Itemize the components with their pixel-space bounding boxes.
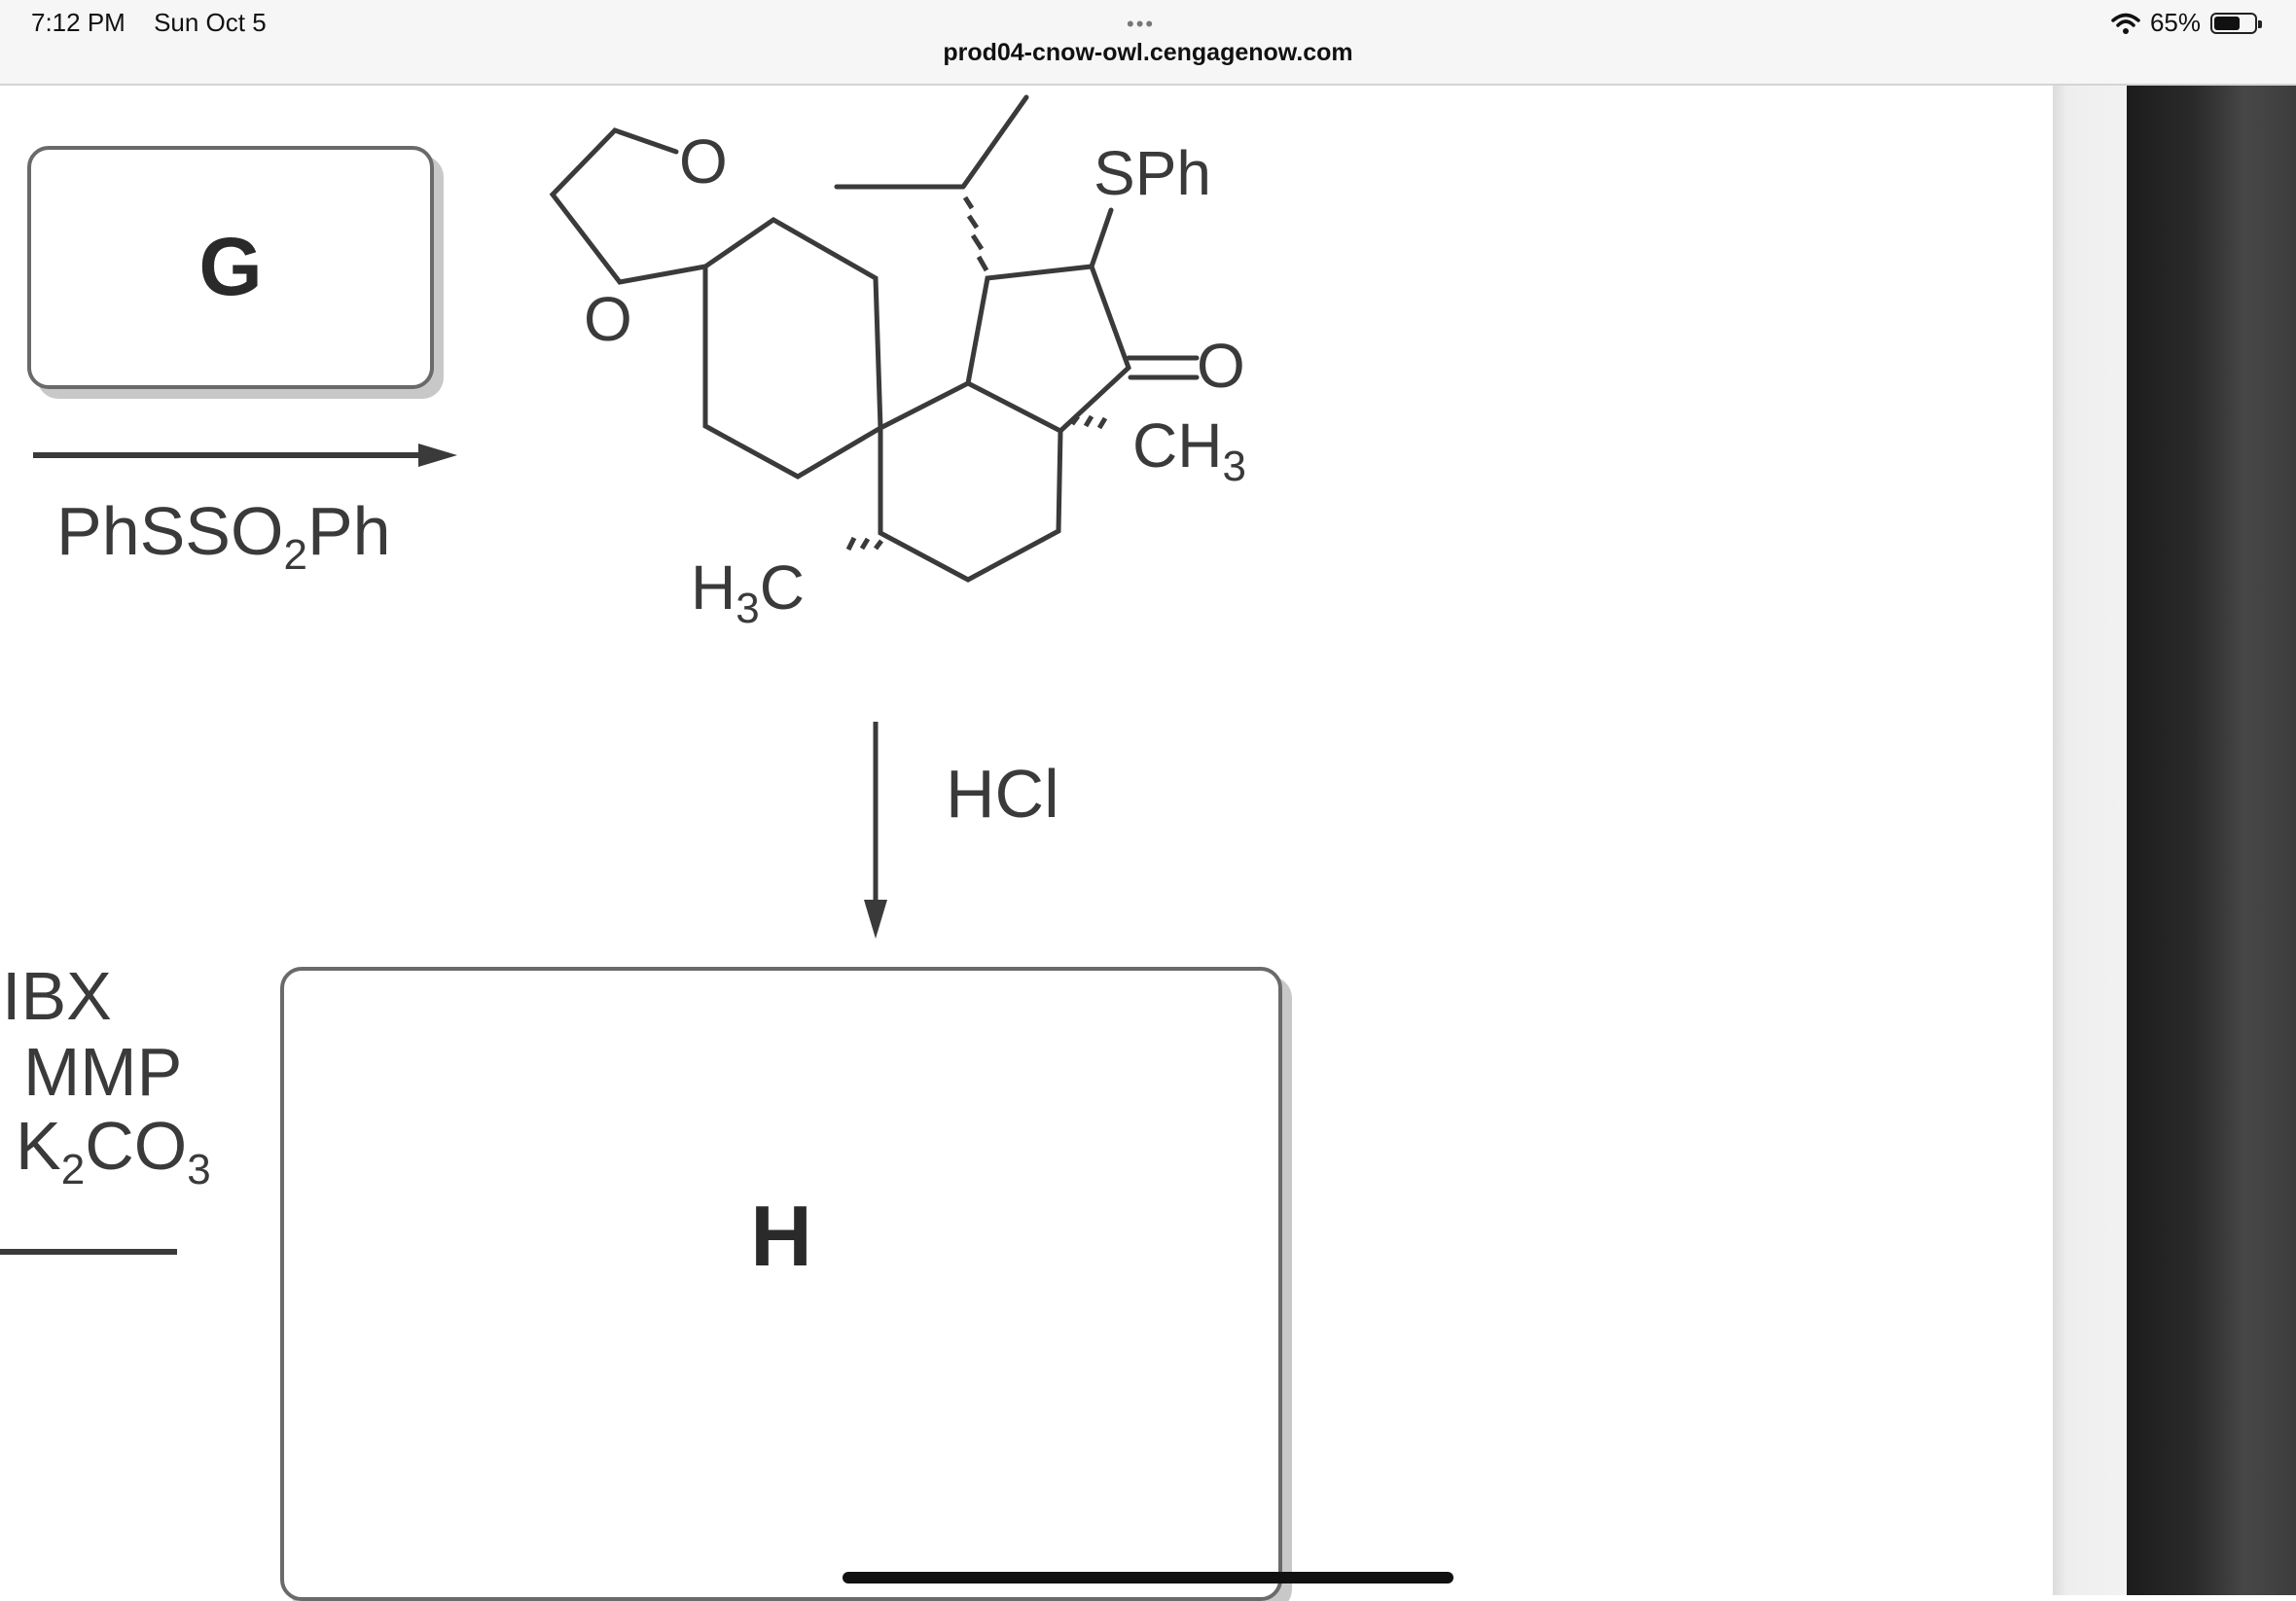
reagent-mmp: MMP (23, 1034, 183, 1110)
side-panel-dark (2127, 86, 2296, 1595)
reactant-box-g[interactable]: G (27, 146, 434, 389)
reaction-arrow-left-stub (0, 1249, 177, 1255)
carbonyl-oxygen-label: O (1197, 331, 1245, 401)
battery-percent: 65% (2149, 8, 2201, 37)
oxygen-label-1: O (679, 126, 728, 196)
box-h-label: H (750, 1188, 812, 1284)
status-date: Sun Oct 5 (154, 8, 267, 37)
scrollbar-gutter[interactable] (2053, 86, 2127, 1595)
ch3-label: CH3 (1132, 410, 1246, 490)
address-bar-url[interactable]: prod04-cnow-owl.cengagenow.com (943, 39, 1353, 66)
box-g-label: G (198, 221, 263, 312)
product-box-h[interactable]: H (280, 967, 1282, 1601)
status-time-date: 7:12 PM Sun Oct 5 (31, 8, 288, 38)
status-bar: 7:12 PM Sun Oct 5 ••• prod04-cnow-owl.ce… (0, 0, 2296, 86)
wifi-icon (2111, 13, 2140, 34)
sph-label: SPh (1094, 138, 1211, 208)
status-time: 7:12 PM (31, 8, 126, 37)
oxygen-label-2: O (584, 284, 632, 354)
molecule-structure: O O O SPh CH3 H3C (549, 94, 1246, 630)
h3c-label: H3C (691, 552, 805, 630)
reaction-arrow-down (864, 722, 887, 939)
reagent-hcl: HCl (946, 756, 1059, 832)
battery-icon (2210, 12, 2262, 34)
status-indicators: 65% (2111, 8, 2262, 38)
reagent-phsso2ph: PhSSO2Ph (56, 493, 391, 579)
home-indicator[interactable] (843, 1572, 1453, 1583)
question-content: G PhSSO2Ph (0, 86, 2053, 1601)
tab-menu-dots[interactable]: ••• (1127, 12, 1156, 36)
reaction-arrow-right (33, 444, 457, 467)
reagent-ibx: IBX (2, 958, 112, 1034)
reagent-k2co3: K2CO3 (16, 1108, 211, 1193)
